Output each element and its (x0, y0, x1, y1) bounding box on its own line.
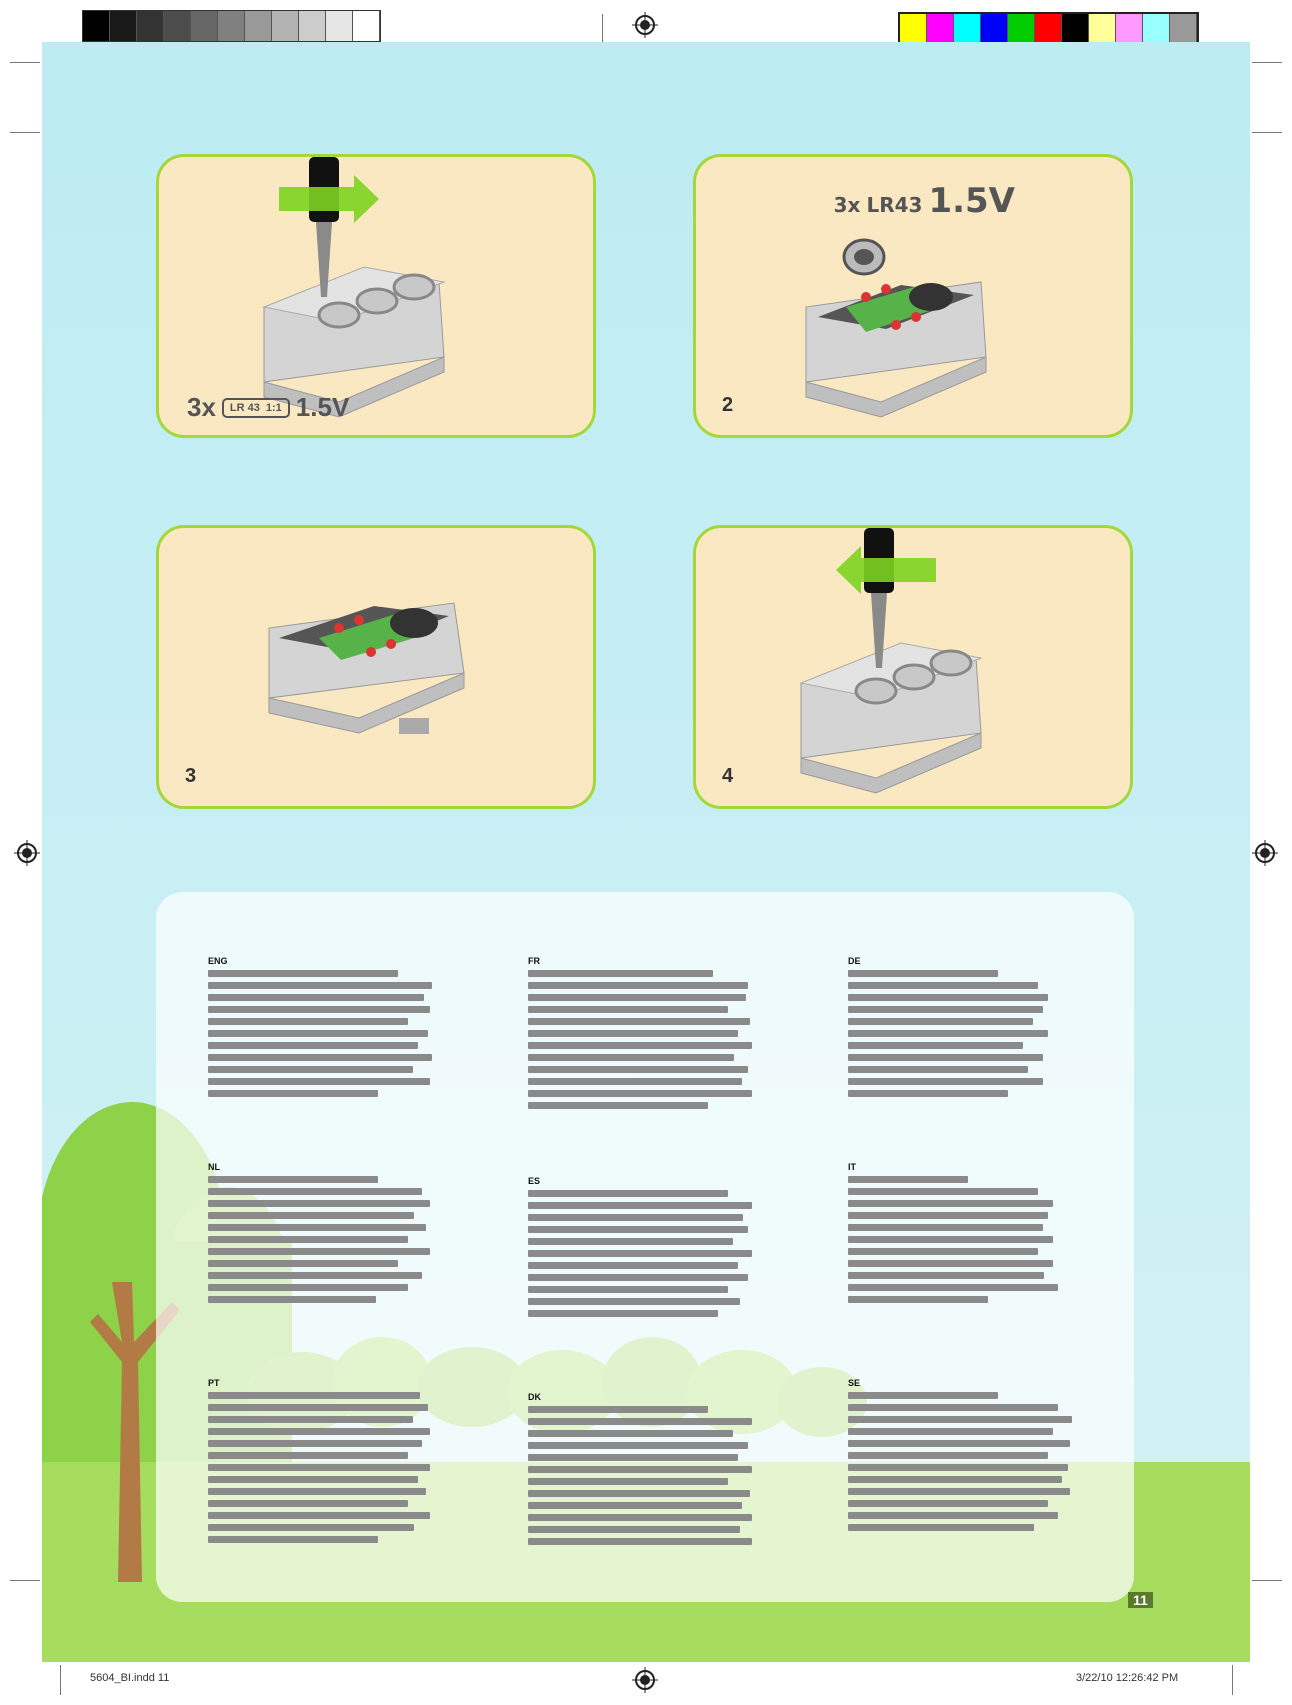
crop-mark (10, 132, 40, 133)
color-swatch (981, 14, 1008, 42)
color-calibration-bar (898, 12, 1199, 44)
text-block: SE (848, 1378, 1078, 1536)
step-number: 3 (185, 765, 196, 788)
text-block: DK (528, 1392, 758, 1550)
step-number: 2 (722, 394, 733, 417)
color-swatch (1035, 14, 1062, 42)
language-code: ES (528, 1176, 758, 1186)
text-block: FR (528, 956, 758, 1114)
battery-count: 3x (834, 193, 861, 217)
crop-mark (1252, 1580, 1282, 1581)
grayscale-calibration-bar (82, 10, 381, 42)
battery-type: LR 43 (230, 402, 260, 414)
registration-mark-icon (632, 1667, 658, 1693)
color-swatch (272, 11, 299, 41)
color-swatch (137, 11, 164, 41)
language-code: PT (208, 1378, 438, 1388)
step-panel-1: 3x LR 43 1:1 1.5V (156, 154, 596, 438)
language-code: SE (848, 1378, 1078, 1388)
battery-ratio: 1:1 (266, 402, 282, 414)
step-panel-4: 4 (693, 525, 1133, 809)
color-swatch (245, 11, 272, 41)
battery-voltage: 1.5V (296, 392, 350, 423)
color-swatch (218, 11, 245, 41)
language-code: ENG (208, 956, 438, 966)
color-swatch (326, 11, 353, 41)
crop-mark (60, 1665, 61, 1695)
language-code: DK (528, 1392, 758, 1402)
language-code: NL (208, 1162, 438, 1172)
battery-voltage: 1.5V (928, 181, 1015, 221)
crop-mark (10, 62, 40, 63)
crop-mark (1252, 132, 1282, 133)
color-swatch (164, 11, 191, 41)
color-swatch (1116, 14, 1143, 42)
registration-mark-icon (14, 840, 40, 866)
page-number: 11 (1128, 1592, 1153, 1608)
battery-type-box: LR 43 1:1 (222, 398, 290, 418)
text-block: ENG (208, 956, 438, 1102)
language-code: DE (848, 956, 1078, 966)
language-code: FR (528, 956, 758, 966)
language-code: IT (848, 1162, 1078, 1172)
battery-type: LR43 (866, 193, 922, 217)
color-swatch (1089, 14, 1116, 42)
battery-count: 3x (187, 392, 216, 423)
text-block: DE (848, 956, 1078, 1102)
step-panel-3: 3 (156, 525, 596, 809)
color-swatch (1143, 14, 1170, 42)
text-block: IT (848, 1162, 1078, 1308)
registration-mark-icon (1252, 840, 1278, 866)
multilingual-text-area: ENG FR DE NL ES IT PT DK (156, 892, 1134, 1602)
color-swatch (83, 11, 110, 41)
step-number: 4 (722, 765, 733, 788)
color-swatch (110, 11, 137, 41)
crop-mark (1232, 1665, 1233, 1695)
color-swatch (900, 14, 927, 42)
text-block: PT (208, 1378, 438, 1548)
color-swatch (927, 14, 954, 42)
crop-mark (1252, 62, 1282, 63)
crop-mark (10, 1580, 40, 1581)
open-battery-compartment-illustration (159, 528, 596, 809)
registration-mark-icon (632, 12, 658, 38)
color-swatch (353, 11, 380, 41)
text-block: ES (528, 1176, 758, 1322)
color-swatch (1008, 14, 1035, 42)
color-swatch (299, 11, 326, 41)
screwdriver-screw-illustration (696, 528, 1133, 809)
text-block: NL (208, 1162, 438, 1308)
print-timestamp: 3/22/10 12:26:42 PM (1076, 1672, 1178, 1684)
color-swatch (1062, 14, 1089, 42)
color-swatch (954, 14, 981, 42)
color-swatch (191, 11, 218, 41)
print-file-name: 5604_BI.indd 11 (90, 1672, 169, 1684)
battery-requirement: 3x LR 43 1:1 1.5V (187, 392, 349, 423)
color-swatch (1170, 14, 1197, 42)
